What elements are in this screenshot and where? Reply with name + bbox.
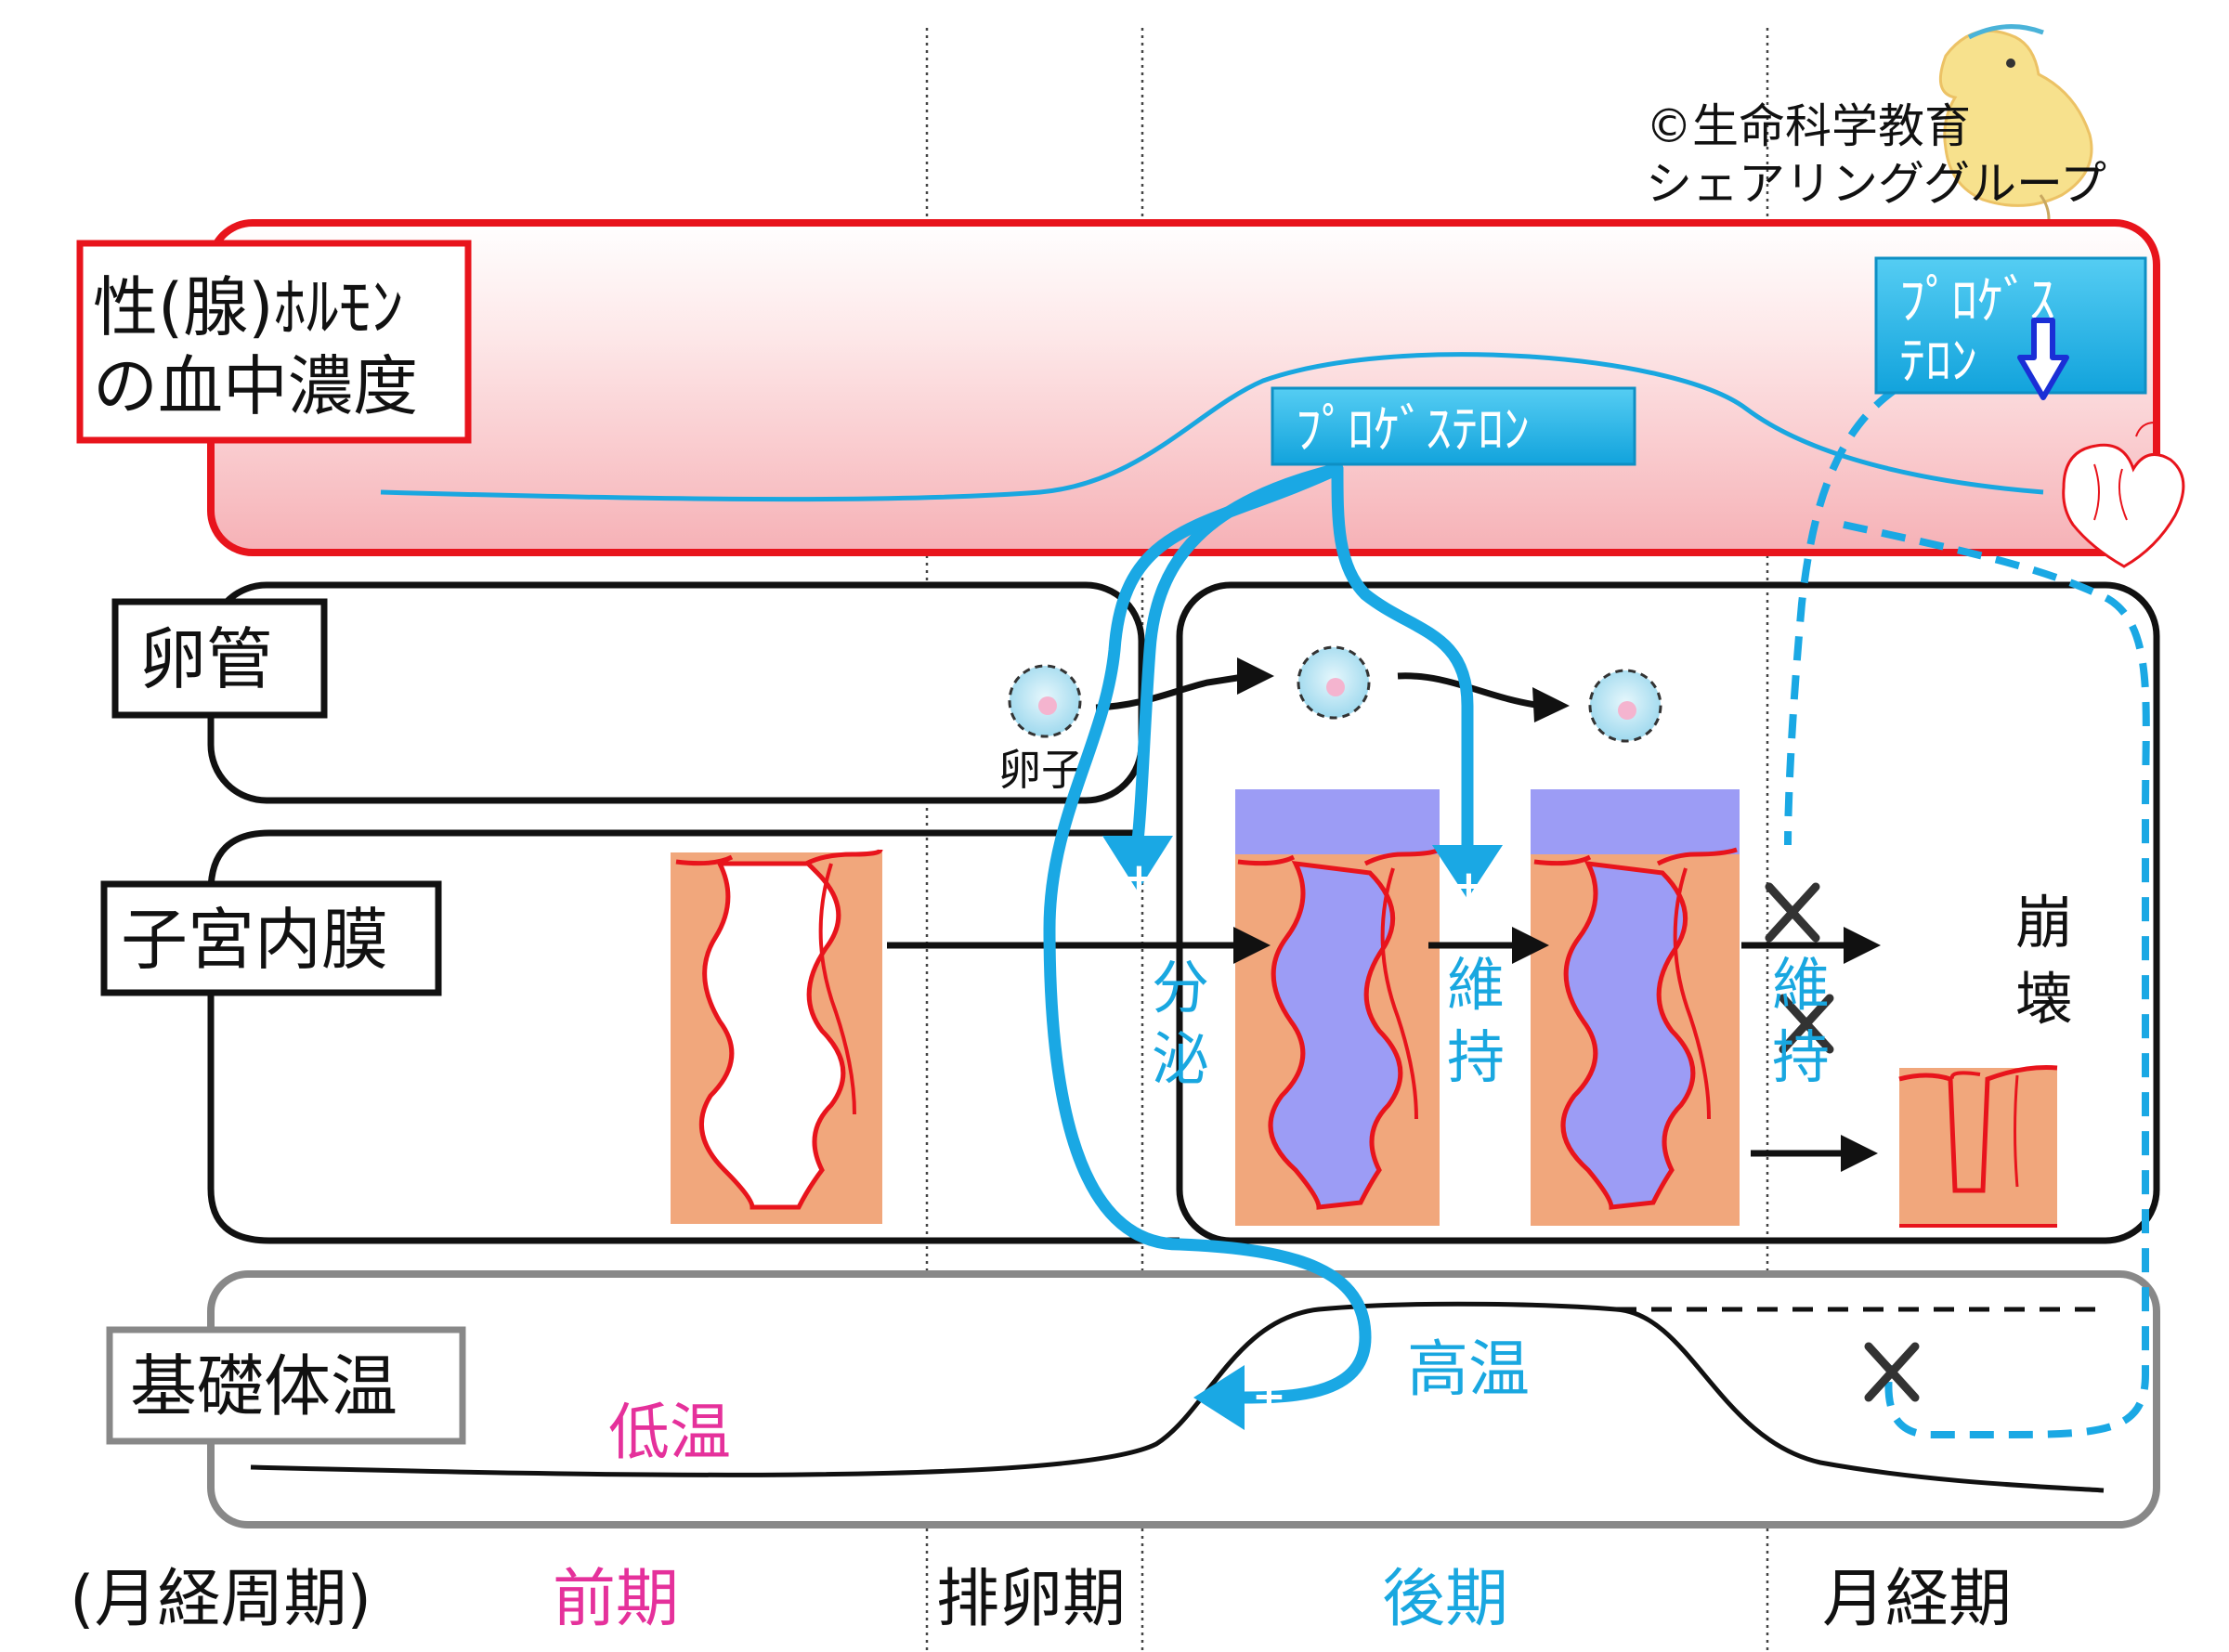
- plus-icon: +: [1452, 862, 1486, 909]
- collapse-label-2: 壊: [2015, 965, 2073, 1033]
- egg-arrow-head-2: [1532, 687, 1570, 722]
- blocked-x-icon: [1779, 994, 1834, 1054]
- egg-label: 卵子: [998, 745, 1084, 795]
- duck-mascot: [1938, 24, 2093, 238]
- bbt-curve: [250, 1301, 2105, 1493]
- progesterone-drop-tag: ﾌﾟﾛｹﾞｽ ﾃﾛﾝ: [1874, 256, 2147, 400]
- endometrium-panel-outline: [207, 829, 1180, 1244]
- plus-icon: +: [1122, 854, 1156, 902]
- maintain-label-1: 維: [1447, 951, 1505, 1019]
- endometrium-block-collapsed: [1898, 1065, 2058, 1228]
- egg-arrow-head-1: [1237, 657, 1274, 695]
- oviduct-label: 卵管: [139, 620, 273, 698]
- maintain-arrowhead: [1432, 845, 1503, 899]
- progesterone-curve: [380, 352, 2044, 502]
- heart-icon: [2062, 422, 2185, 568]
- oviduct-label-box: [111, 598, 328, 719]
- phase-menstrual: 月経期: [1822, 1563, 2012, 1636]
- endometrium-progress-arrows: [887, 927, 1881, 1172]
- phase-late: 後期: [1382, 1563, 1508, 1636]
- progesterone-drop-line1: ﾌﾟﾛｹﾞｽ: [1899, 271, 2055, 332]
- hormone-label-line2: の血中濃度: [93, 348, 418, 424]
- late-phase-panel: [1176, 581, 2160, 1244]
- progesterone-withdrawal-paths: [1784, 386, 2150, 1438]
- secretion-label-2: 泌: [1152, 1025, 1209, 1093]
- egg-icon: [1588, 669, 1662, 743]
- bbt-label: 基礎体温: [130, 1347, 398, 1425]
- egg-icon: [1008, 664, 1082, 738]
- hormone-label-box: [76, 240, 472, 444]
- bbt-arrowhead: [1193, 1365, 1245, 1430]
- maintain-label-2: 持: [1447, 1023, 1505, 1091]
- endometrium-label-box: [100, 880, 442, 996]
- endometrium-label: 子宮内膜: [121, 901, 388, 979]
- down-arrow-icon: [2017, 318, 2069, 400]
- blocked-x-icon: [1864, 1342, 1920, 1402]
- blocked-x-icon: [1765, 882, 1820, 943]
- collapse-label-1: 崩: [2015, 889, 2073, 956]
- hormone-label-line1: 性(腺)ﾎﾙﾓﾝ: [93, 269, 404, 345]
- low-temp-label: 低温: [608, 1397, 731, 1468]
- maintain-blocked-label-2: 持: [1772, 1023, 1830, 1091]
- progesterone-drop-line2: ﾃﾛﾝ: [1899, 332, 1977, 392]
- progesterone-tag: ﾌﾟﾛｹﾞｽﾃﾛﾝ: [1271, 386, 1636, 466]
- secretion-label-1: 分: [1152, 954, 1209, 1021]
- plus-icon: +: [1252, 1372, 1286, 1420]
- cycle-label: (月経周期): [70, 1563, 372, 1636]
- secretion-arrowhead: [1102, 836, 1173, 891]
- high-temp-label: 高温: [1407, 1333, 1530, 1405]
- endometrium-block-secretory-2: [1531, 789, 1740, 1226]
- copyright-line2: シェアリンググループ: [1646, 157, 2106, 211]
- bbt-label-box: [106, 1326, 466, 1445]
- phase-early: 前期: [553, 1563, 679, 1636]
- progesterone-tag-label: ﾌﾟﾛｹﾞｽﾃﾛﾝ: [1296, 400, 1530, 461]
- phase-ovulation: 排卵期: [936, 1563, 1126, 1636]
- endometrium-block-proliferative: [671, 849, 883, 1224]
- copyright-line1: ©生命科学教育: [1646, 99, 1971, 153]
- maintain-blocked-label-1: 維: [1772, 951, 1830, 1019]
- endometrium-block-secretory-1: [1235, 789, 1441, 1226]
- hormone-panel: [207, 219, 2160, 556]
- progesterone-action-paths: [1043, 462, 1474, 1404]
- egg-icon: [1297, 645, 1371, 720]
